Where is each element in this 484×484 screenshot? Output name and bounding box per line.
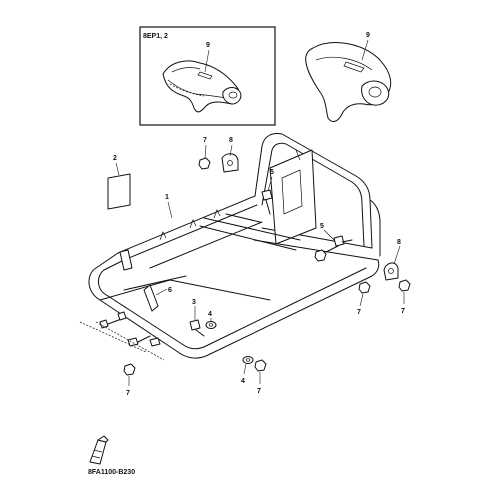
- callout-7c: 7: [401, 308, 405, 315]
- callout-1: 1: [165, 194, 169, 201]
- callout-8a: 8: [229, 137, 233, 144]
- cover-drawing: [305, 42, 392, 122]
- callout-7b: 7: [357, 309, 361, 316]
- cover-variant-drawing: [162, 60, 242, 113]
- leader-5a: [267, 176, 273, 192]
- variant-inset: 8EP1, 2 9: [139, 26, 276, 126]
- callout-6: 6: [168, 287, 172, 294]
- nut-right: [314, 249, 327, 262]
- inset-leader-9: [204, 49, 210, 73]
- leader-5b: [323, 229, 335, 241]
- callout-7f: 7: [257, 388, 261, 395]
- frame-assembly: [88, 133, 381, 359]
- callout-8b: 8: [397, 239, 401, 246]
- nut-7f: [254, 359, 267, 372]
- diagram-code: 8FA1100-B230: [88, 469, 135, 476]
- bolt-3: [189, 319, 205, 337]
- bracket-8b: [383, 262, 399, 281]
- decal-part: [107, 173, 131, 210]
- callout-9-inset: 9: [206, 42, 210, 49]
- leader-7a: [204, 144, 207, 159]
- callout-4a: 4: [208, 311, 212, 318]
- leader-2: [115, 162, 120, 176]
- bolt-5b: [325, 235, 353, 253]
- bolt-5a: [261, 189, 273, 215]
- callout-9: 9: [366, 32, 370, 39]
- washer-4b: [242, 356, 254, 364]
- washer-4a: [205, 321, 217, 329]
- tool-icon: [89, 435, 109, 465]
- nut-7a: [198, 157, 211, 170]
- inset-variant-label: 8EP1, 2: [143, 33, 168, 40]
- leader-9: [361, 39, 369, 61]
- left-fasteners: [79, 311, 165, 361]
- callout-5a: 5: [270, 169, 274, 176]
- leader-8b: [393, 245, 401, 265]
- leader-1: [167, 201, 173, 219]
- nut-7c: [398, 279, 411, 292]
- callout-2: 2: [113, 155, 117, 162]
- bracket-8a: [221, 153, 239, 173]
- callout-4b: 4: [241, 378, 245, 385]
- nut-7d: [123, 363, 136, 376]
- nut-7b: [358, 281, 371, 294]
- leader-7b: [359, 293, 364, 307]
- leader-4b: [243, 363, 247, 375]
- callout-3: 3: [192, 299, 196, 306]
- callout-7d: 7: [126, 390, 130, 397]
- callout-7a: 7: [203, 137, 207, 144]
- leader-8a: [229, 144, 233, 157]
- leader-6: [155, 288, 168, 296]
- callout-5b: 5: [320, 223, 324, 230]
